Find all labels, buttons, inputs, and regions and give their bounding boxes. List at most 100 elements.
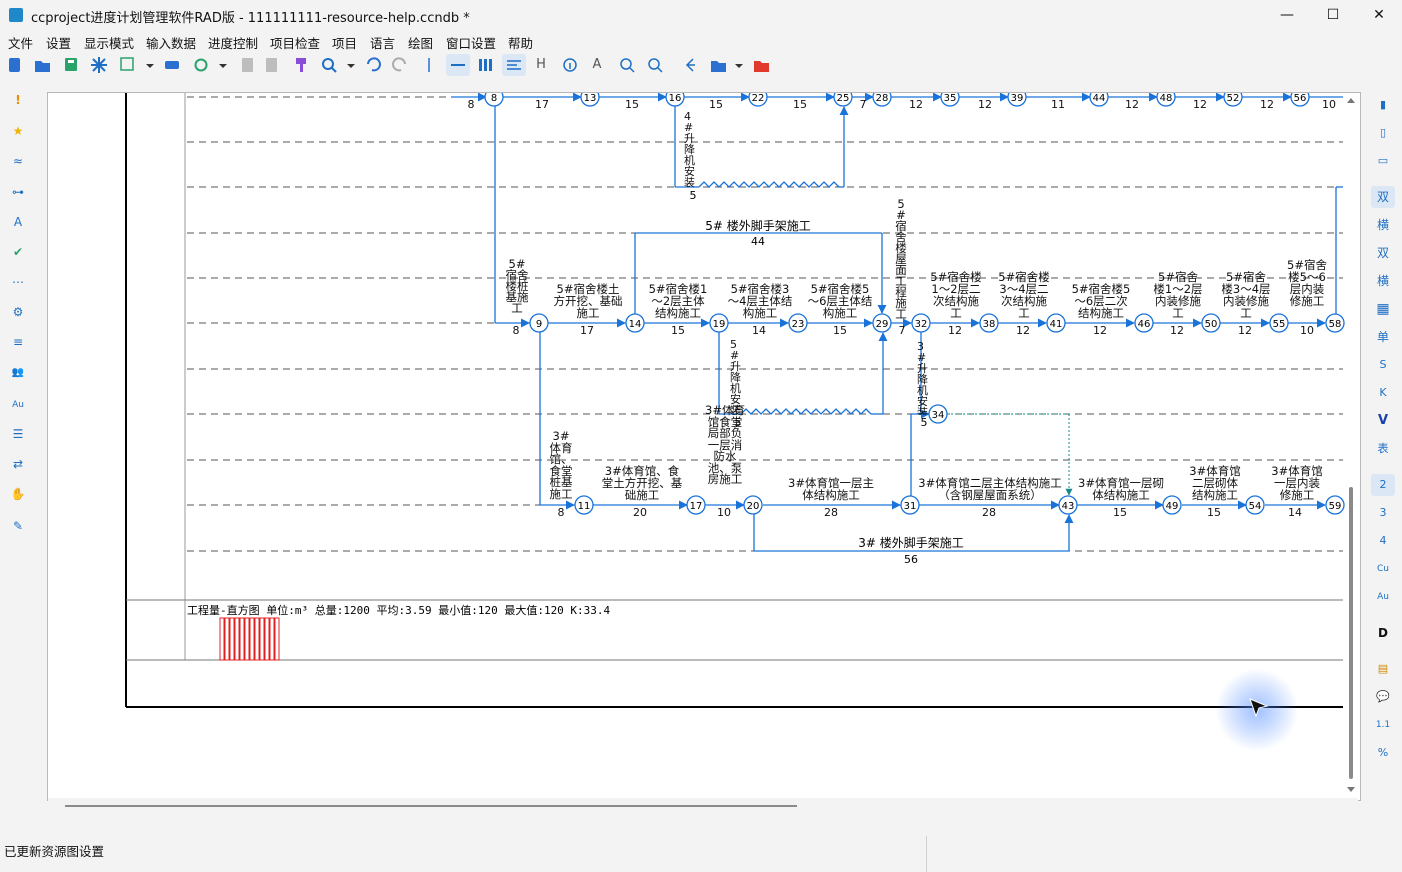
svg-text:15: 15 (625, 98, 639, 111)
pen-icon[interactable]: ✎ (12, 519, 24, 533)
horizontal-scroll-thumb[interactable] (65, 805, 797, 807)
percent-button[interactable]: % (1377, 746, 1389, 759)
layout-mode-icon[interactable] (502, 54, 526, 76)
menu-project[interactable]: 项目 (332, 36, 358, 51)
row5-nodes[interactable]: 9 14 19 23 29 32 38 41 46 50 55 58 (529, 313, 1345, 333)
hand-icon[interactable]: ✋ (10, 487, 26, 501)
panel-right-icon[interactable]: ▯ (1379, 126, 1387, 139)
d-mode-button[interactable]: D (1378, 626, 1388, 640)
warning-icon[interactable]: ! (15, 93, 21, 107)
menu-file[interactable]: 文件 (8, 36, 34, 51)
bar-mode-icon[interactable] (479, 59, 492, 71)
maximize-button[interactable]: ☐ (1326, 7, 1340, 23)
top-row-nodes[interactable]: 8 13 16 22 25 28 35 39 44 48 52 56 (484, 93, 1310, 107)
comment-icon[interactable]: 💬 (1376, 690, 1390, 703)
svg-text:15: 15 (1113, 506, 1127, 519)
menu-progress-control[interactable]: 进度控制 (208, 36, 259, 51)
level-2-button[interactable]: 2 (1371, 474, 1395, 496)
vertical-scrollbar[interactable] (1344, 92, 1358, 797)
menu-display-mode[interactable]: 显示模式 (84, 36, 135, 51)
menu-help[interactable]: 帮助 (508, 36, 534, 51)
new-file-icon[interactable] (9, 58, 20, 72)
folder-open-icon[interactable] (711, 61, 743, 72)
list-icon[interactable]: ≡ (12, 335, 24, 349)
ratio-button[interactable]: 1.1 (1375, 720, 1391, 730)
font-au-button[interactable]: Au (1377, 592, 1389, 602)
swap-icon[interactable]: ⇄ (12, 457, 24, 471)
panel-bottom-icon[interactable]: ▭ (1377, 154, 1389, 167)
horizontal-mode-button[interactable]: 横 (1376, 218, 1389, 232)
minimize-button[interactable]: — (1280, 7, 1294, 23)
folder-red-icon[interactable] (754, 61, 769, 72)
menu-window-settings[interactable]: 窗口设置 (446, 36, 497, 51)
calendar-icon[interactable]: ▤ (1377, 662, 1389, 675)
link-icon[interactable]: ⊶ (12, 185, 24, 199)
back-icon[interactable] (685, 58, 695, 72)
check-icon[interactable]: ✔ (12, 245, 24, 259)
star-icon[interactable]: ★ (12, 124, 24, 138)
svg-text:8: 8 (513, 324, 520, 337)
horizontal-mode-alt-button[interactable]: 横 (1376, 274, 1389, 288)
network-diagram-canvas[interactable]: 8 17 15 15 15 7 12 12 11 12 12 12 10 8 1… (47, 92, 1361, 801)
refresh-icon[interactable] (194, 58, 228, 72)
svg-text:14: 14 (629, 319, 642, 330)
panel-left-icon[interactable]: ▮ (1379, 98, 1387, 111)
menu-input-data[interactable]: 输入数据 (146, 36, 197, 51)
undo-icon[interactable] (367, 57, 381, 72)
info-icon[interactable] (563, 58, 577, 72)
close-button[interactable]: ✕ (1373, 7, 1385, 23)
font-cu-button[interactable]: Cu (1377, 564, 1389, 574)
star-burst-icon[interactable] (91, 57, 107, 73)
horizontal-scrollbar[interactable] (48, 798, 1358, 816)
double-code-mode-alt-button[interactable]: 双 (1376, 246, 1389, 260)
line-mode-icon[interactable] (446, 54, 470, 76)
table-mode-button[interactable]: 表 (1377, 442, 1389, 455)
menu-language[interactable]: 语言 (370, 36, 396, 51)
text-style-icon[interactable]: A (13, 215, 23, 229)
task-label: 5#宿舍楼土方开挖、基础施工 (553, 283, 623, 320)
s-mode-button[interactable]: S (1379, 358, 1387, 371)
svg-text:55: 55 (1273, 319, 1286, 330)
paste-disabled-icon[interactable] (242, 58, 253, 72)
task-label: 5#宿舍楼1～2层内装修施工 (1153, 271, 1203, 320)
task-label: 3#体育馆、食堂土方开挖、基础施工 (601, 465, 683, 502)
level-3-button[interactable]: 3 (1379, 506, 1387, 519)
font-au-icon[interactable]: Au (12, 400, 24, 410)
zoom-out-icon[interactable] (620, 58, 635, 73)
task-label: 5#宿舍楼3～4层内装修施工 (1221, 271, 1271, 320)
wave-icon[interactable]: ≈ (12, 154, 24, 168)
image-icon[interactable] (120, 57, 154, 71)
vertical-scroll-thumb[interactable] (1349, 487, 1353, 779)
menu-draw[interactable]: 绘图 (408, 36, 434, 51)
save-icon[interactable] (65, 58, 77, 71)
v-mode-button[interactable]: V (1377, 413, 1389, 428)
single-code-mode-button[interactable]: 单 (1376, 330, 1389, 344)
k-mode-button[interactable]: K (1379, 386, 1387, 399)
table-icon[interactable]: ▦ (1376, 301, 1390, 317)
open-folder-icon[interactable] (35, 61, 50, 72)
task-label: 5#宿舍楼3～4层主体结构施工 (727, 283, 793, 320)
network-diagram: 8 17 15 15 15 7 12 12 11 12 12 12 10 8 1… (125, 93, 1345, 708)
filter-icon[interactable]: ☰ (12, 427, 24, 441)
zoom-in-icon[interactable] (648, 58, 663, 73)
svg-text:20: 20 (747, 501, 760, 512)
brush-icon[interactable] (296, 58, 306, 72)
node-34[interactable]: 34 (928, 404, 948, 424)
h-mode-icon[interactable]: H (536, 57, 546, 72)
search-icon[interactable] (322, 58, 355, 73)
level-4-button[interactable]: 4 (1379, 534, 1387, 547)
svg-text:12: 12 (1125, 98, 1139, 111)
gear-icon[interactable]: ⚙ (12, 305, 24, 319)
dots-icon[interactable]: ⋯ (12, 275, 24, 289)
text-a-icon[interactable]: A (592, 57, 602, 72)
redo-icon[interactable] (392, 57, 406, 72)
paste-icon[interactable] (266, 58, 277, 72)
svg-text:22: 22 (752, 93, 765, 104)
svg-text:56: 56 (1294, 93, 1307, 104)
double-code-mode-button[interactable]: 双 (1371, 186, 1395, 208)
row3-nodes[interactable]: 11 17 20 31 43 49 54 59 (574, 495, 1345, 515)
print-icon[interactable] (165, 61, 179, 69)
people-icon[interactable]: 👥 (11, 367, 25, 378)
menu-settings[interactable]: 设置 (46, 36, 72, 51)
menu-project-check[interactable]: 项目检查 (270, 36, 321, 51)
